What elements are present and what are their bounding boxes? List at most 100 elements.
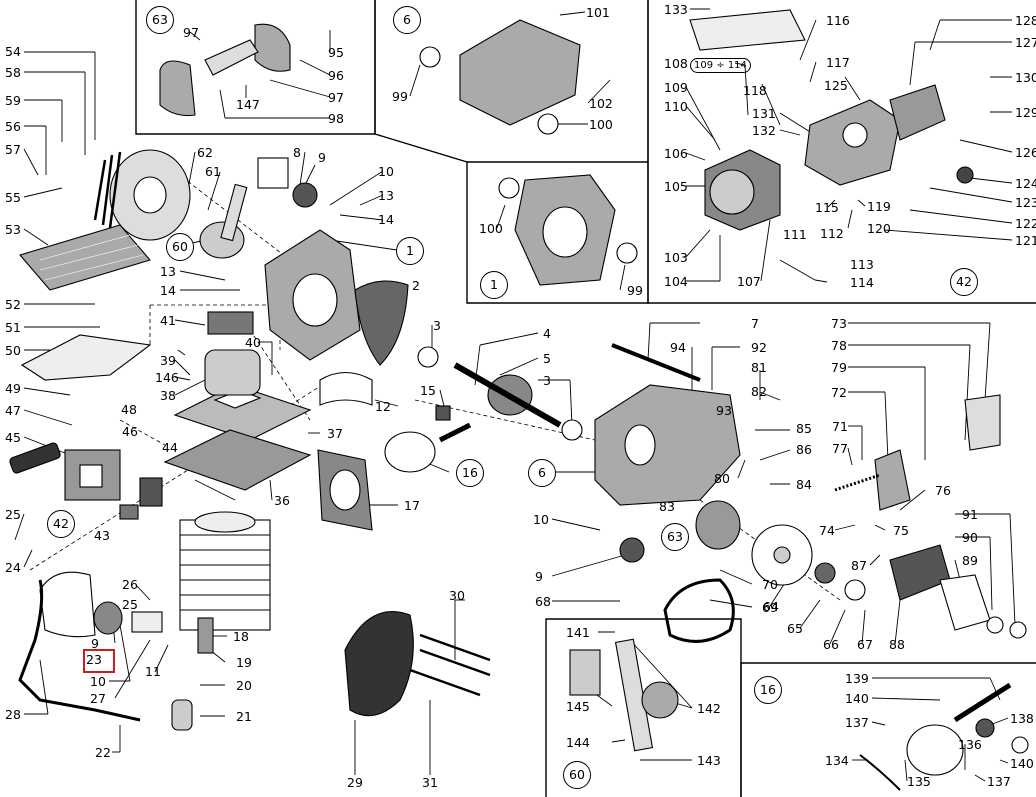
inset-box-42 xyxy=(647,0,1036,304)
label-112: 112 xyxy=(820,226,844,241)
label-95: 95 xyxy=(328,45,344,60)
label-38: 38 xyxy=(160,388,176,403)
label-73: 73 xyxy=(831,316,847,331)
label-108-range: 109 ÷ 114 xyxy=(690,58,751,73)
label-5: 5 xyxy=(543,351,551,366)
label-103: 103 xyxy=(664,250,688,265)
label-30: 30 xyxy=(449,588,465,603)
label-84: 84 xyxy=(796,477,812,492)
label-66: 66 xyxy=(823,637,839,652)
callout-60: 60 xyxy=(166,233,194,261)
label-110: 110 xyxy=(664,99,688,114)
label-40: 40 xyxy=(245,335,261,350)
label-74: 74 xyxy=(819,523,835,538)
label-26: 26 xyxy=(122,577,138,592)
label-81: 81 xyxy=(751,360,767,375)
label-49: 49 xyxy=(5,381,21,396)
label-83: 83 xyxy=(659,499,675,514)
label-14: 14 xyxy=(160,283,176,298)
label-114: 114 xyxy=(850,275,874,290)
label-53: 53 xyxy=(5,222,21,237)
label-97-top: 97 xyxy=(183,25,199,40)
label-134: 134 xyxy=(825,753,849,768)
label-100-top: 100 xyxy=(589,117,613,132)
label-55: 55 xyxy=(5,190,21,205)
label-137: 137 xyxy=(987,774,1011,789)
label-140-top: 140 xyxy=(845,691,869,706)
label-91: 91 xyxy=(962,507,978,522)
label-133: 133 xyxy=(664,2,688,17)
callout-42: 42 xyxy=(47,510,75,538)
label-20: 20 xyxy=(236,678,252,693)
label-43: 43 xyxy=(94,528,110,543)
label-122: 122 xyxy=(1015,216,1036,231)
label-102: 102 xyxy=(589,96,613,111)
label-126: 126 xyxy=(1015,145,1036,160)
label-67: 67 xyxy=(857,637,873,652)
label-108: 108 xyxy=(664,56,688,71)
label-109: 109 xyxy=(664,80,688,95)
callout-1: 1 xyxy=(396,237,424,265)
label-37: 37 xyxy=(327,426,343,441)
label-19: 19 xyxy=(236,655,252,670)
label-82: 82 xyxy=(751,384,767,399)
label-121: 121 xyxy=(1015,233,1036,248)
callout-6: 6 xyxy=(528,459,556,487)
label-13: 13 xyxy=(160,264,176,279)
label-119: 119 xyxy=(867,199,891,214)
label-118: 118 xyxy=(743,83,767,98)
label-144: 144 xyxy=(566,735,590,750)
label-45: 45 xyxy=(5,430,21,445)
label-123: 123 xyxy=(1015,195,1036,210)
label-125: 125 xyxy=(824,78,848,93)
label-113: 113 xyxy=(850,257,874,272)
label-97: 97 xyxy=(328,90,344,105)
label-99: 99 xyxy=(627,283,643,298)
label-10-left: 10 xyxy=(90,674,106,689)
label-111: 111 xyxy=(783,227,807,242)
label-92: 92 xyxy=(751,340,767,355)
label-87: 87 xyxy=(851,558,867,573)
label-22: 22 xyxy=(95,745,111,760)
label-13-top: 13 xyxy=(378,188,394,203)
callout-16: 16 xyxy=(456,459,484,487)
callout-60-inset: 60 xyxy=(563,761,591,789)
label-105: 105 xyxy=(664,179,688,194)
label-17: 17 xyxy=(404,498,420,513)
label-24: 24 xyxy=(5,560,21,575)
label-4: 4 xyxy=(543,326,551,341)
label-61: 61 xyxy=(205,164,221,179)
label-72: 72 xyxy=(831,385,847,400)
callout-16-inset: 16 xyxy=(754,676,782,704)
label-78: 78 xyxy=(831,338,847,353)
label-136: 136 xyxy=(958,737,982,752)
label-79: 79 xyxy=(831,360,847,375)
label-77: 77 xyxy=(832,441,848,456)
label-10-center: 10 xyxy=(378,164,394,179)
label-25: 25 xyxy=(5,507,21,522)
cylinder-part xyxy=(179,519,271,631)
inset-box-16 xyxy=(740,662,1036,797)
label-107: 107 xyxy=(737,274,761,289)
label-139: 139 xyxy=(845,671,869,686)
label-71: 71 xyxy=(832,419,848,434)
label-101: 101 xyxy=(586,5,610,20)
label-94: 94 xyxy=(670,340,686,355)
label-127: 127 xyxy=(1015,35,1036,50)
label-11: 11 xyxy=(145,664,161,679)
label-51: 51 xyxy=(5,320,21,335)
label-129: 129 xyxy=(1015,105,1036,120)
label-147: 147 xyxy=(236,97,260,112)
label-69: 69 xyxy=(762,600,778,615)
muffler-part xyxy=(344,611,414,717)
label-70: 70 xyxy=(762,577,778,592)
label-130: 130 xyxy=(1015,70,1036,85)
label-115: 115 xyxy=(815,200,839,215)
label-145: 145 xyxy=(566,699,590,714)
label-68: 68 xyxy=(535,594,551,609)
label-25b: 25 xyxy=(122,597,138,612)
label-131: 131 xyxy=(752,106,776,121)
label-36: 36 xyxy=(274,493,290,508)
label-128: 128 xyxy=(1015,13,1036,28)
